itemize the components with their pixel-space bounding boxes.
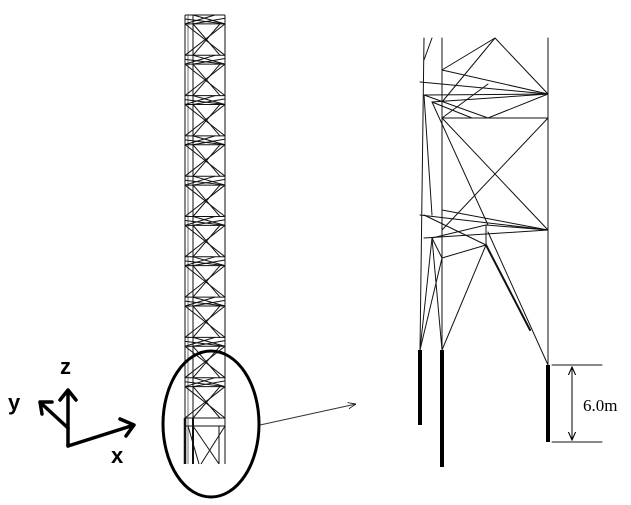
tower-member: [192, 138, 226, 146]
tower-member: [192, 144, 221, 177]
tower-member: [184, 336, 216, 347]
tower-member: [184, 296, 216, 307]
tower-member: [192, 216, 226, 226]
tower-member: [184, 135, 216, 146]
tower-member: [184, 99, 226, 105]
base-highlight-circle: [161, 349, 261, 499]
tower-member: [192, 95, 226, 105]
tower-member: [192, 184, 221, 217]
tower-member: [192, 14, 226, 25]
tower-member: [184, 179, 226, 186]
tower-member: [184, 14, 216, 25]
tower-member: [184, 260, 226, 267]
tower-member: [192, 175, 226, 186]
y-axis-arrow: [38, 400, 70, 430]
tower-member: [184, 300, 226, 307]
tower-member: [192, 63, 221, 96]
tower-member: [184, 224, 226, 258]
tower-member: [192, 296, 226, 307]
dimension-label: 6.0m: [583, 396, 617, 415]
tower-member: [192, 17, 226, 25]
base-detail-view: 6.0m: [418, 37, 617, 467]
tower-member: [184, 175, 216, 186]
tower-member: [192, 336, 226, 347]
tower-member: [192, 225, 221, 258]
tower-member: [192, 178, 226, 186]
x-axis-label: x: [111, 443, 124, 468]
tower-member: [184, 340, 226, 347]
tower-member: [192, 386, 221, 419]
tower-member: [184, 381, 226, 388]
tower-member: [184, 54, 216, 65]
tower-member: [192, 256, 226, 267]
tower-member: [184, 184, 226, 217]
tower-member: [192, 54, 226, 65]
tower-member: [184, 18, 226, 25]
tower-member: [200, 425, 226, 465]
tower-member: [184, 144, 226, 177]
tower-member: [192, 380, 226, 388]
tower-member: [184, 305, 226, 338]
tower-member: [192, 305, 221, 338]
tower-member: [192, 135, 226, 146]
tower-member: [192, 340, 226, 347]
tower-member: [184, 216, 216, 226]
tower-member: [192, 58, 226, 65]
tower-member: [192, 265, 221, 298]
z-axis-arrow: [58, 388, 78, 430]
tower-member: [192, 219, 226, 226]
tower-member: [184, 377, 216, 388]
coordinate-axes: z y x: [8, 354, 136, 468]
tower-member: [184, 265, 226, 298]
full-tower-model: [183, 14, 226, 465]
tower-member: [184, 220, 226, 226]
y-axis-label: y: [8, 390, 21, 415]
tower-member: [184, 95, 216, 105]
tower-member: [184, 104, 226, 137]
z-axis-label: z: [60, 354, 71, 379]
tower-member: [192, 98, 226, 105]
tower-member: [192, 425, 220, 465]
x-axis-arrow: [66, 417, 136, 448]
tower-member: [192, 299, 226, 307]
tower-member: [184, 23, 226, 56]
tower-member: [184, 256, 216, 267]
tower-member: [192, 104, 221, 137]
tower-member: [192, 23, 221, 56]
zoom-arrow: [259, 404, 356, 426]
tower-member: [192, 377, 226, 388]
tower-member: [192, 259, 226, 267]
tower-member: [184, 63, 226, 96]
tower-member: [184, 386, 226, 419]
tower-member: [184, 58, 226, 65]
tower-member: [184, 139, 226, 146]
